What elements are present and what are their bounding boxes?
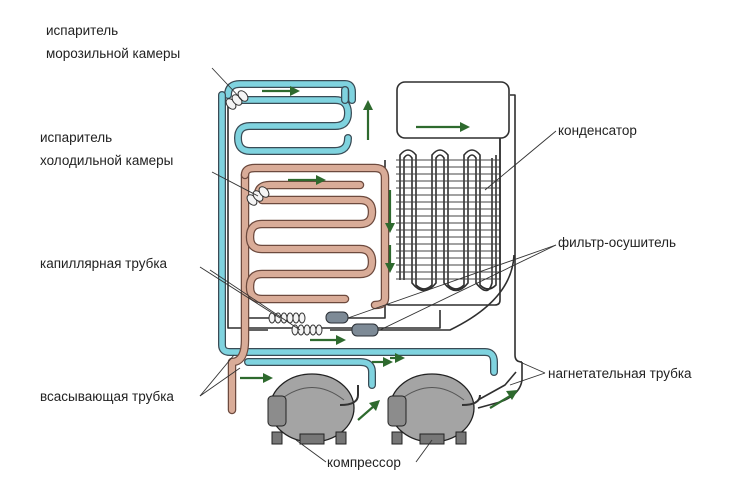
condenser-coils <box>399 149 497 292</box>
condenser-fins <box>396 159 500 280</box>
label-fridge-evaporator-2: холодильной камеры <box>40 153 174 168</box>
capillary-coil-icon <box>225 90 323 336</box>
compressor-icon <box>267 373 481 445</box>
label-suction-tube: всасывающая трубка <box>40 389 174 404</box>
label-freezer-evaporator-2: морозильной камеры <box>46 46 181 61</box>
label-compressor: компрессор <box>327 455 401 470</box>
label-capillary-tube: капиллярная трубка <box>40 256 168 271</box>
label-discharge-tube: нагнетательная трубка <box>548 366 692 381</box>
label-condenser: конденсатор <box>558 123 637 138</box>
compressor-right <box>387 373 481 445</box>
label-filter-drier: фильтр-осушитель <box>558 235 677 250</box>
leader-lines <box>199 67 557 463</box>
freezer-evaporator <box>234 86 352 155</box>
compressor-left <box>267 373 359 445</box>
condenser <box>384 81 510 306</box>
label-fridge-evaporator-1: испаритель <box>40 130 113 145</box>
suction-tube <box>218 80 498 389</box>
label-freezer-evaporator-1: испаритель <box>46 23 119 38</box>
flow-arrow-icon <box>240 86 518 421</box>
filter-drier-icon <box>325 311 379 337</box>
